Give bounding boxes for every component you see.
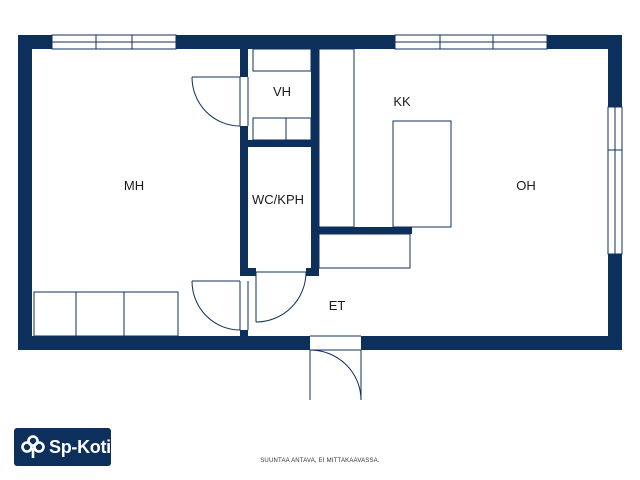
interior-walls — [240, 49, 412, 338]
door-mh-vh — [191, 76, 249, 127]
room-label-kk: KK — [393, 94, 411, 109]
window-right — [607, 106, 623, 255]
room-label-et: ET — [329, 298, 346, 313]
closet-vh-bottom — [252, 117, 312, 141]
kitchen-counter — [318, 48, 355, 228]
wardrobe-mh — [33, 291, 179, 337]
closet-vh-top — [252, 48, 312, 72]
room-label-vh: VH — [273, 84, 291, 99]
disclaimer-text: SUUNTAA ANTAVA, EI MITTAKAAVASSA. — [260, 458, 380, 464]
door-mh-et — [191, 280, 249, 331]
room-label-oh: OH — [516, 178, 536, 193]
sp-koti-logo: Sp-Koti — [14, 428, 111, 466]
room-label-mh: MH — [124, 178, 144, 193]
window-top-right — [394, 34, 548, 50]
door-wc-et — [255, 271, 307, 323]
sp-tree-icon — [21, 435, 45, 458]
kitchen-island — [392, 120, 452, 228]
counter-et — [318, 233, 411, 269]
logo-text: Sp-Koti — [49, 436, 111, 457]
window-top-left — [51, 34, 177, 50]
entrance-door — [309, 335, 362, 401]
room-label-wc-kph: WC/KPH — [252, 192, 304, 207]
